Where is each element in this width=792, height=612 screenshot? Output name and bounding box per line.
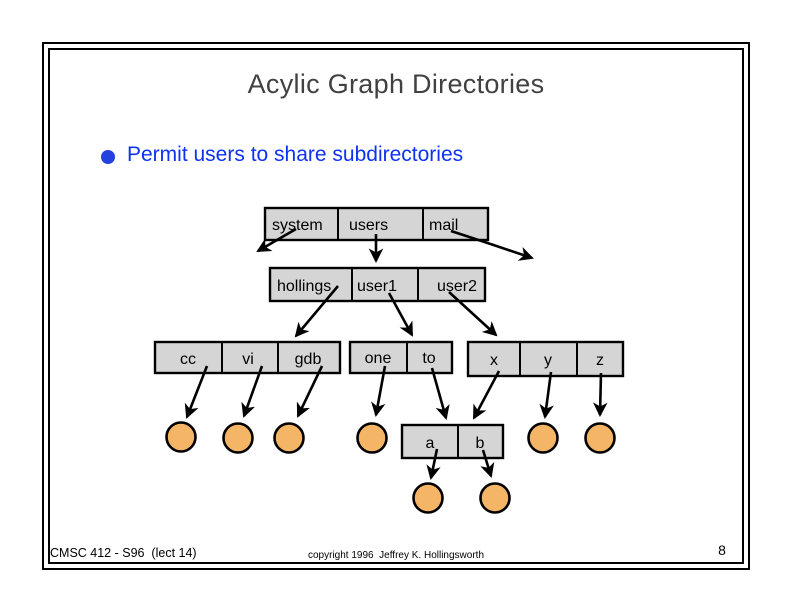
file-node (165, 421, 197, 453)
arrow-user2-to-subdir (448, 291, 498, 337)
bullet-icon (101, 150, 115, 164)
arrow-cc-to-file (184, 365, 209, 419)
file-node (412, 482, 444, 514)
arrow-from-system (256, 227, 297, 253)
dir-cell-user1: user1 (357, 278, 397, 295)
page-number: 8 (718, 542, 726, 558)
file-node (527, 422, 559, 454)
dir-cell-b: b (476, 435, 485, 452)
footer-course-label: CMSC 412 - S96 (lect 14) (50, 546, 197, 560)
dir-box-shared: a b (400, 423, 505, 460)
dir-box-hollings: cc vi gdb (153, 340, 342, 375)
dir-cell-hollings: hollings (277, 278, 331, 295)
arrow-one-to-file (371, 365, 387, 418)
slide-title: Acylic Graph Directories (247, 69, 545, 99)
slide-outer-border (42, 42, 750, 570)
dir-cell-cc: cc (180, 351, 196, 368)
arrow-x-to-shared (472, 370, 501, 420)
arrow-user1-to-subdir (387, 292, 414, 337)
footer-copyright: copyright 1996 Jeffrey K. Hollingsworth (307, 550, 484, 561)
dir-box-users-rect (268, 266, 487, 303)
dir-cell-a: a (426, 435, 435, 452)
dir-cell-one: one (365, 350, 392, 367)
arrow-to-to-shared (430, 367, 450, 420)
file-node (584, 422, 616, 454)
dir-box-user1: one to (348, 340, 454, 375)
dir-cell-users: users (349, 217, 388, 234)
file-node (273, 422, 305, 454)
arrow-y-to-file (539, 371, 554, 420)
arrow-b-to-file (480, 449, 495, 478)
dir-cell-user2: user2 (437, 278, 477, 295)
dir-cell-vi: vi (242, 351, 254, 368)
file-node (356, 422, 388, 454)
file-node (222, 422, 254, 454)
dir-box-hollings-rect (153, 340, 342, 375)
bullet-text: Permit users to share subdirectories (127, 143, 464, 166)
dir-cell-gdb: gdb (295, 351, 322, 368)
dir-box-user2: x y z (466, 340, 625, 378)
dir-box-shared-rect (400, 423, 505, 460)
dir-cell-system: system (272, 217, 323, 234)
slide-inner-border (48, 48, 744, 564)
arrow-from-mail (450, 229, 534, 261)
dir-box-users: hollings user1 user2 (268, 266, 487, 303)
arrow-a-to-file (426, 448, 441, 480)
arrow-hollings-to-subdir (294, 285, 339, 338)
dir-cell-z: z (596, 352, 604, 369)
arrow-z-to-file (593, 372, 608, 418)
arrow-vi-to-file (241, 365, 264, 418)
dir-box-user1-rect (348, 340, 454, 375)
dir-box-user2-rect (466, 340, 625, 378)
dir-cell-x: x (490, 352, 498, 369)
dir-cell-y: y (544, 352, 552, 369)
dir-cell-to: to (422, 350, 435, 367)
file-node (479, 482, 511, 514)
arrow-gdb-to-file (296, 365, 324, 418)
dir-cell-mail: mail (429, 217, 458, 234)
